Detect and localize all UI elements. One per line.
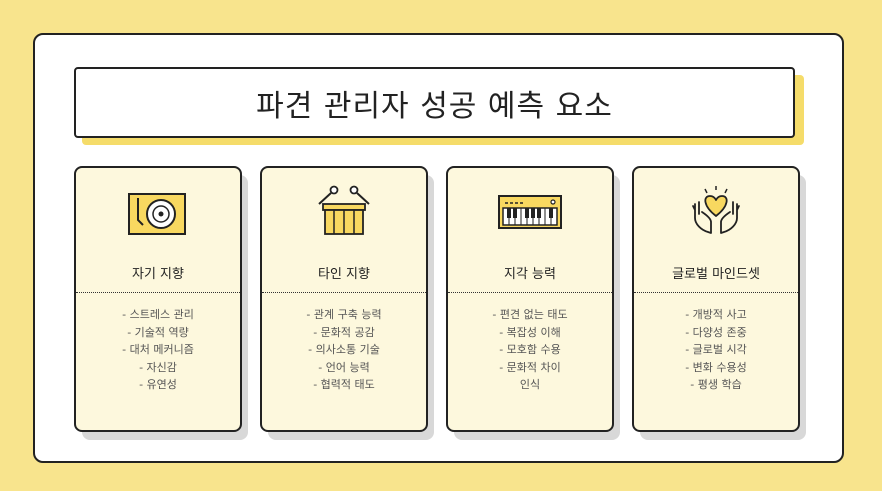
card-self-orientation: 자기 지향 - 스트레스 관리 - 기술적 역량 - 대처 메커니즘 - 자신감…	[74, 166, 242, 432]
factor-list: - 관계 구축 능력 - 문화적 공감 - 의사소통 기술 - 언어 능력 - …	[262, 306, 426, 394]
list-item: - 평생 학습	[690, 378, 742, 391]
card-title: 지각 능력	[504, 267, 556, 282]
turntable-icon	[128, 193, 186, 235]
list-item: - 협력적 태도	[313, 378, 375, 391]
title-box: 파견 관리자 성공 예측 요소	[74, 67, 795, 138]
list-item: - 모호함 수용	[499, 343, 561, 356]
dotted-divider	[448, 292, 612, 293]
list-item: - 변화 수용성	[685, 360, 747, 374]
card-other-orientation: 타인 지향 - 관계 구축 능력 - 문화적 공감 - 의사소통 기술 - 언어…	[260, 166, 428, 432]
card-title: 자기 지향	[132, 267, 184, 282]
list-item: - 자신감	[139, 360, 177, 374]
list-item: - 문화적 공감	[313, 325, 375, 339]
factor-list: - 스트레스 관리 - 기술적 역량 - 대처 메커니즘 - 자신감 - 유연성	[76, 306, 240, 394]
list-item: - 다양성 존중	[685, 325, 747, 339]
card-title: 타인 지향	[318, 267, 370, 282]
factor-list: - 편견 없는 태도 - 복잡성 이해 - 모호함 수용 - 문화적 차이 인식	[448, 306, 612, 394]
list-item: - 언어 능력	[318, 360, 370, 374]
keyboard-icon	[498, 195, 562, 229]
list-item: - 관계 구축 능력	[306, 308, 382, 321]
list-item: - 대처 메커니즘	[122, 343, 194, 356]
list-item: - 의사소통 기술	[308, 343, 380, 356]
list-item: - 글로벌 시각	[685, 343, 747, 356]
list-item: - 편견 없는 태도	[492, 308, 568, 321]
list-item: 인식	[519, 378, 541, 391]
card-title: 글로벌 마인드셋	[672, 267, 760, 282]
list-item: - 복잡성 이해	[499, 325, 561, 339]
card-perception-ability: 지각 능력 - 편견 없는 태도 - 복잡성 이해 - 모호함 수용 - 문화적…	[446, 166, 614, 432]
page-title: 파견 관리자 성공 예측 요소	[256, 88, 613, 124]
list-item: - 유연성	[139, 378, 177, 391]
heart-hands-icon	[692, 186, 740, 234]
list-item: - 문화적 차이	[499, 360, 561, 374]
dotted-divider	[76, 292, 240, 293]
list-item: - 기술적 역량	[127, 325, 189, 339]
dotted-divider	[634, 292, 798, 293]
factor-list: - 개방적 사고 - 다양성 존중 - 글로벌 시각 - 변화 수용성 - 평생…	[634, 306, 798, 394]
list-item: - 개방적 사고	[685, 308, 747, 321]
dotted-divider	[262, 292, 426, 293]
card-global-mindset: 글로벌 마인드셋 - 개방적 사고 - 다양성 존중 - 글로벌 시각 - 변화…	[632, 166, 800, 432]
list-item: - 스트레스 관리	[122, 308, 194, 321]
drum-icon	[318, 185, 370, 235]
